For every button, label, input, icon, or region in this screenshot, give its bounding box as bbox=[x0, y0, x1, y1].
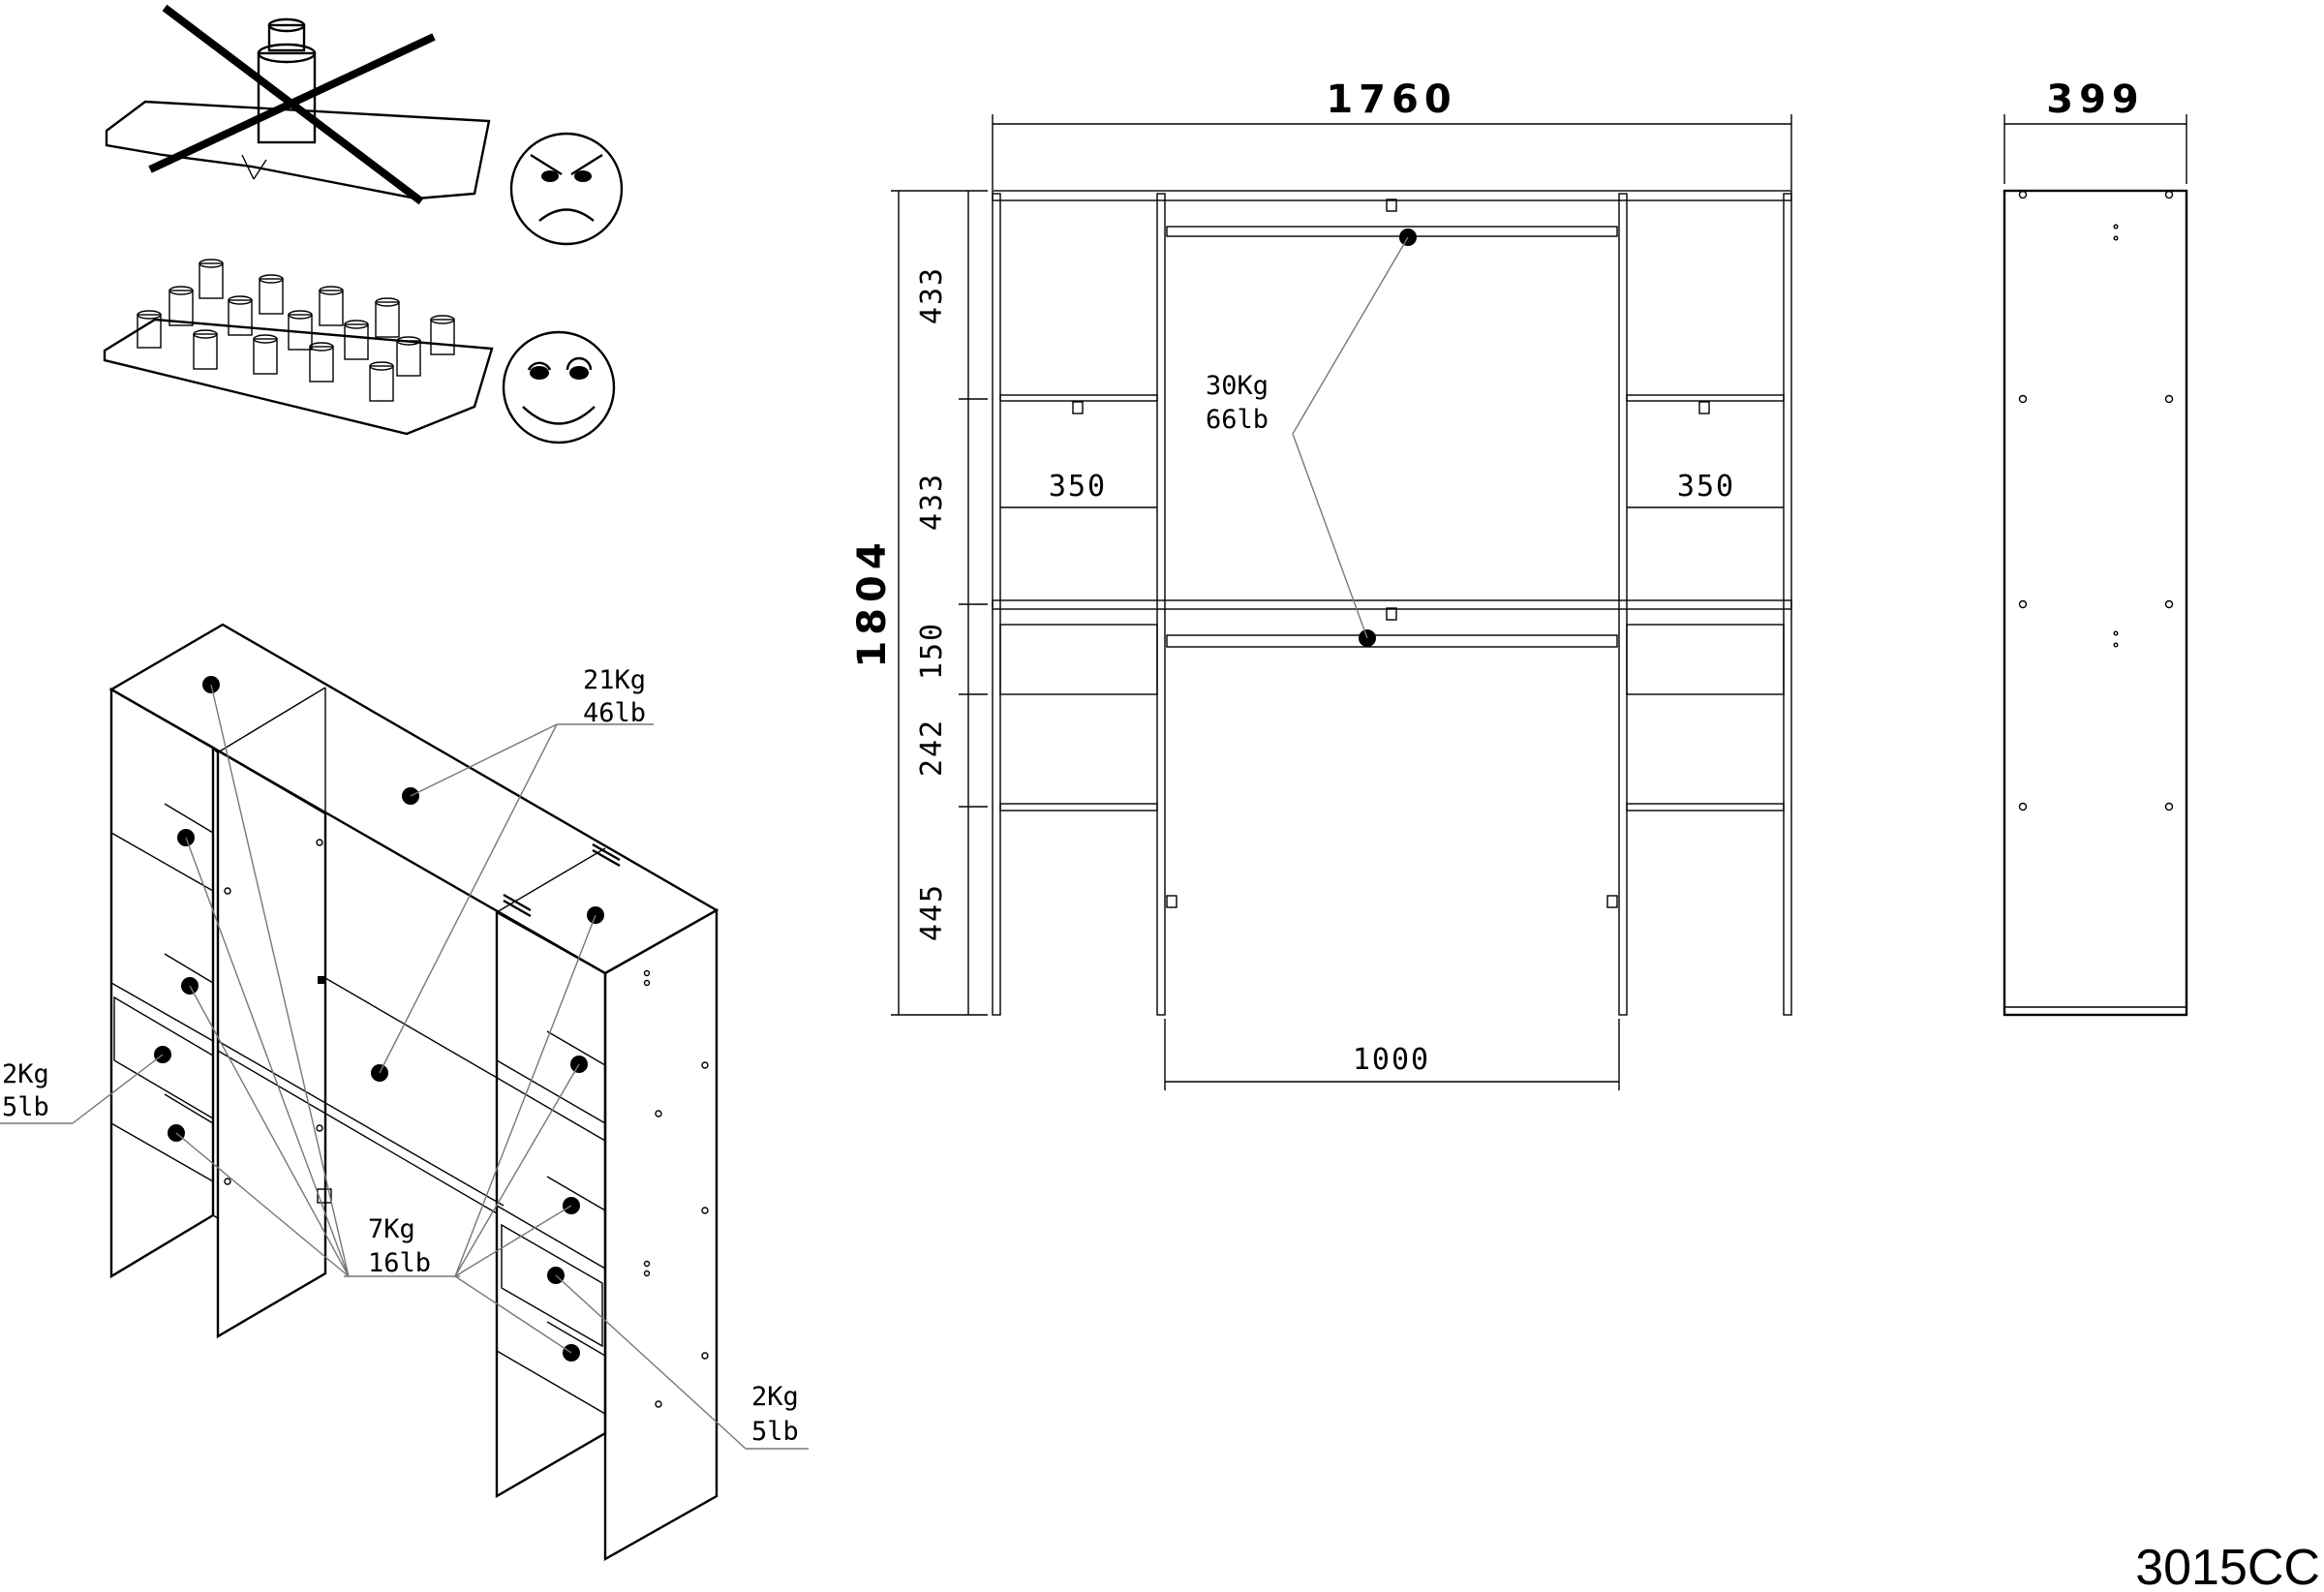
dim-height-4: 242 bbox=[915, 719, 949, 777]
drawer-load-left-kg: 2Kg bbox=[2, 1059, 49, 1089]
dim-total-height: 1804 bbox=[850, 536, 895, 667]
front-view bbox=[992, 190, 1792, 1016]
dim-total-width: 1760 bbox=[1326, 77, 1456, 122]
top-load-lb: 46lb bbox=[583, 698, 646, 728]
drawer-load-right-kg: 2Kg bbox=[751, 1382, 799, 1412]
rail-load-lb: 66lb bbox=[1206, 405, 1269, 435]
happy-face-icon bbox=[502, 330, 616, 444]
rail-load-kg: 30Kg bbox=[1206, 371, 1269, 401]
angry-face-icon bbox=[509, 132, 624, 246]
dim-height-2: 433 bbox=[915, 473, 949, 531]
dim-height-1: 433 bbox=[915, 266, 949, 324]
side-view bbox=[2003, 114, 2188, 1017]
dim-depth: 399 bbox=[2046, 77, 2145, 122]
dim-center-width: 1000 bbox=[1353, 1043, 1430, 1077]
dim-height-3: 150 bbox=[915, 622, 949, 680]
drawer-load-left-lb: 5lb bbox=[2, 1092, 49, 1122]
dim-height-5: 445 bbox=[915, 883, 949, 941]
isometric-view bbox=[0, 623, 809, 1562]
distributed-load-correct-icon bbox=[103, 259, 494, 436]
front-dimensions bbox=[891, 114, 1792, 1090]
shelf-load-kg: 7Kg bbox=[368, 1214, 415, 1244]
product-code: 3015CC bbox=[2135, 1540, 2320, 1592]
dim-side-width-left: 350 bbox=[1049, 470, 1107, 504]
drawer-load-right-lb: 5lb bbox=[751, 1417, 799, 1447]
shelf-load-lb: 16lb bbox=[368, 1248, 431, 1278]
top-load-kg: 21Kg bbox=[583, 665, 646, 695]
concentrated-load-wrong-icon bbox=[105, 4, 491, 205]
dim-side-width-right: 350 bbox=[1677, 470, 1735, 504]
